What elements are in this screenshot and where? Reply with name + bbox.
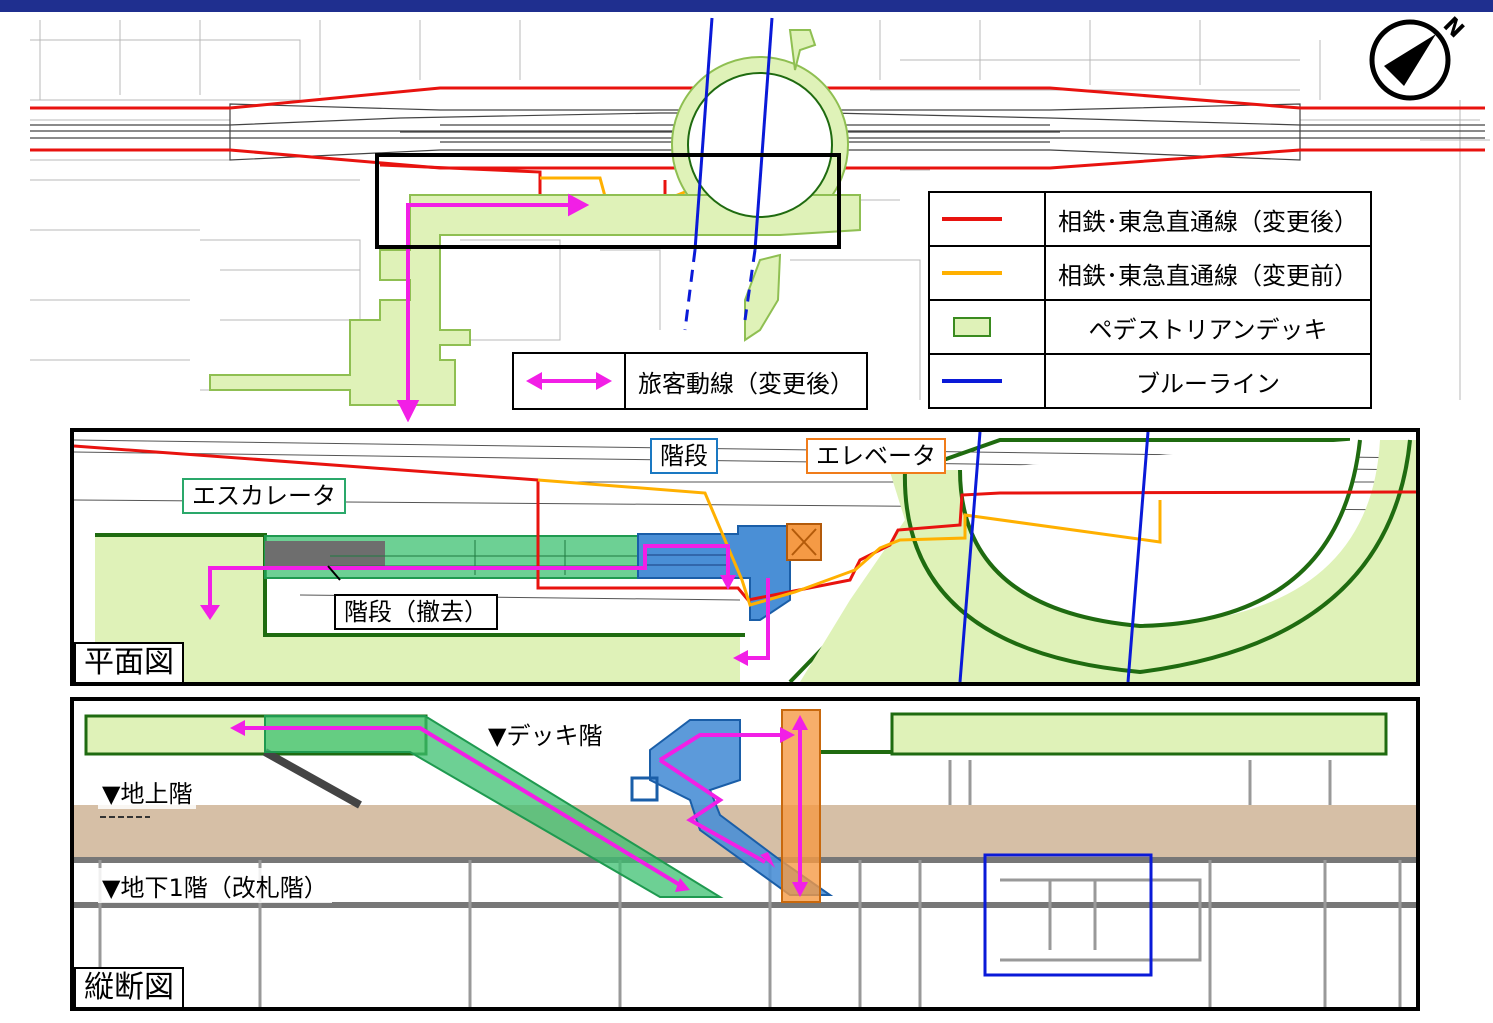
legend-label-deck: ペデストリアンデッキ [1044,299,1372,355]
compass: N [1369,13,1468,101]
route-legend-label: 旅客動線（変更後） [638,369,854,398]
overview-map: N [0,12,1493,422]
legend-label-orange: 相鉄･東急直通線（変更前） [1044,245,1372,301]
elevator-label: エレベータ [806,438,946,474]
stairs-label: 階段 [650,438,718,474]
plan-drawing [74,432,1416,682]
header-bar [0,0,1493,12]
route-legend: 旅客動線（変更後） [512,352,868,410]
section-drawing [74,709,1416,1007]
plan-title: 平面図 [74,642,184,684]
level-ground-label: ▼地上階 [98,774,197,809]
plan-panel [70,428,1420,686]
legend-row-red: 相鉄･東急直通線（変更後） [928,191,1372,247]
legend-row-orange: 相鉄･東急直通線（変更前） [928,245,1372,301]
stairs-removed-label: 階段（撤去） [334,594,498,630]
overview-map-drawing: N [30,13,1490,422]
legend-row-blue: ブルーライン [928,353,1372,409]
legend-table: 相鉄･東急直通線（変更後） 相鉄･東急直通線（変更前） ペデストリアンデッキ ブ… [928,191,1372,409]
legend-label-blue: ブルーライン [1044,353,1372,409]
section-panel [70,697,1420,1011]
escalator-label: エスカレータ [182,478,346,514]
level-deck-label: ▼デッキ階 [484,716,607,751]
level-b1-label: ▼地下1階（改札階） [98,868,332,903]
legend-row-deck: ペデストリアンデッキ [928,299,1372,355]
route-arrow-icon [514,354,626,408]
legend-label-red: 相鉄･東急直通線（変更後） [1044,191,1372,247]
section-title: 縦断図 [74,967,184,1009]
